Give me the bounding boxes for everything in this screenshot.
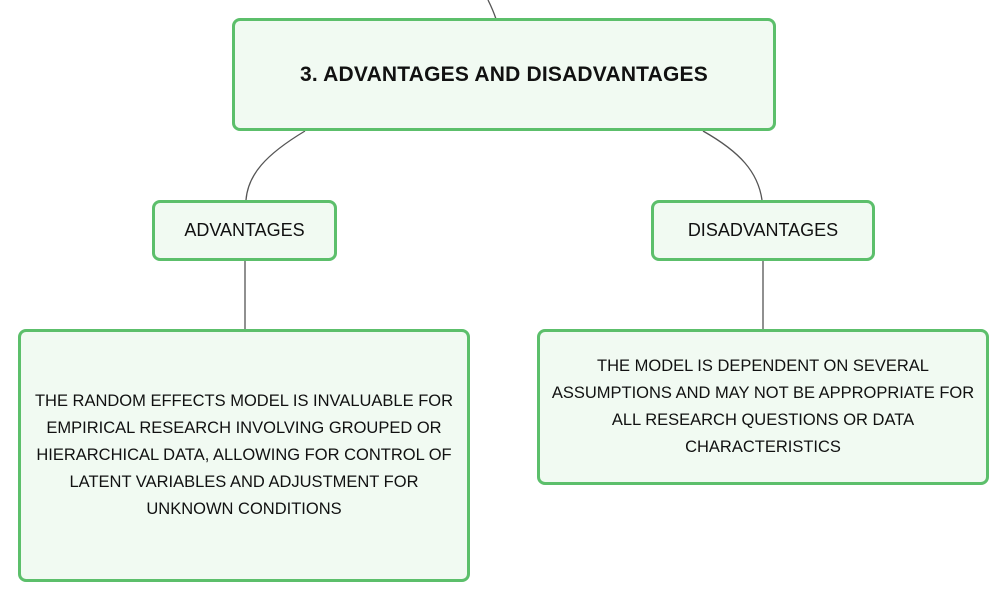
connector-root-to-advantages <box>245 130 306 201</box>
advantages-node[interactable]: ADVANTAGES <box>152 200 337 261</box>
advantages-detail-node[interactable]: THE RANDOM EFFECTS MODEL IS INVALUABLE F… <box>18 329 470 582</box>
disadvantages-node[interactable]: DISADVANTAGES <box>651 200 875 261</box>
disadvantages-detail-text: THE MODEL IS DEPENDENT ON SEVERAL ASSUMP… <box>551 357 975 456</box>
disadvantages-node-label: DISADVANTAGES <box>687 220 839 240</box>
connector-root-to-disadvantages <box>702 130 763 201</box>
connector-parent-to-root <box>487 0 497 20</box>
advantages-detail-text: THE RANDOM EFFECTS MODEL IS INVALUABLE F… <box>34 392 454 518</box>
root-node-label: 3. ADVANTAGES AND DISADVANTAGES <box>300 62 708 86</box>
disadvantages-detail-node[interactable]: THE MODEL IS DEPENDENT ON SEVERAL ASSUMP… <box>537 329 989 485</box>
root-node[interactable]: 3. ADVANTAGES AND DISADVANTAGES <box>232 18 776 131</box>
advantages-node-label: ADVANTAGES <box>184 220 305 240</box>
